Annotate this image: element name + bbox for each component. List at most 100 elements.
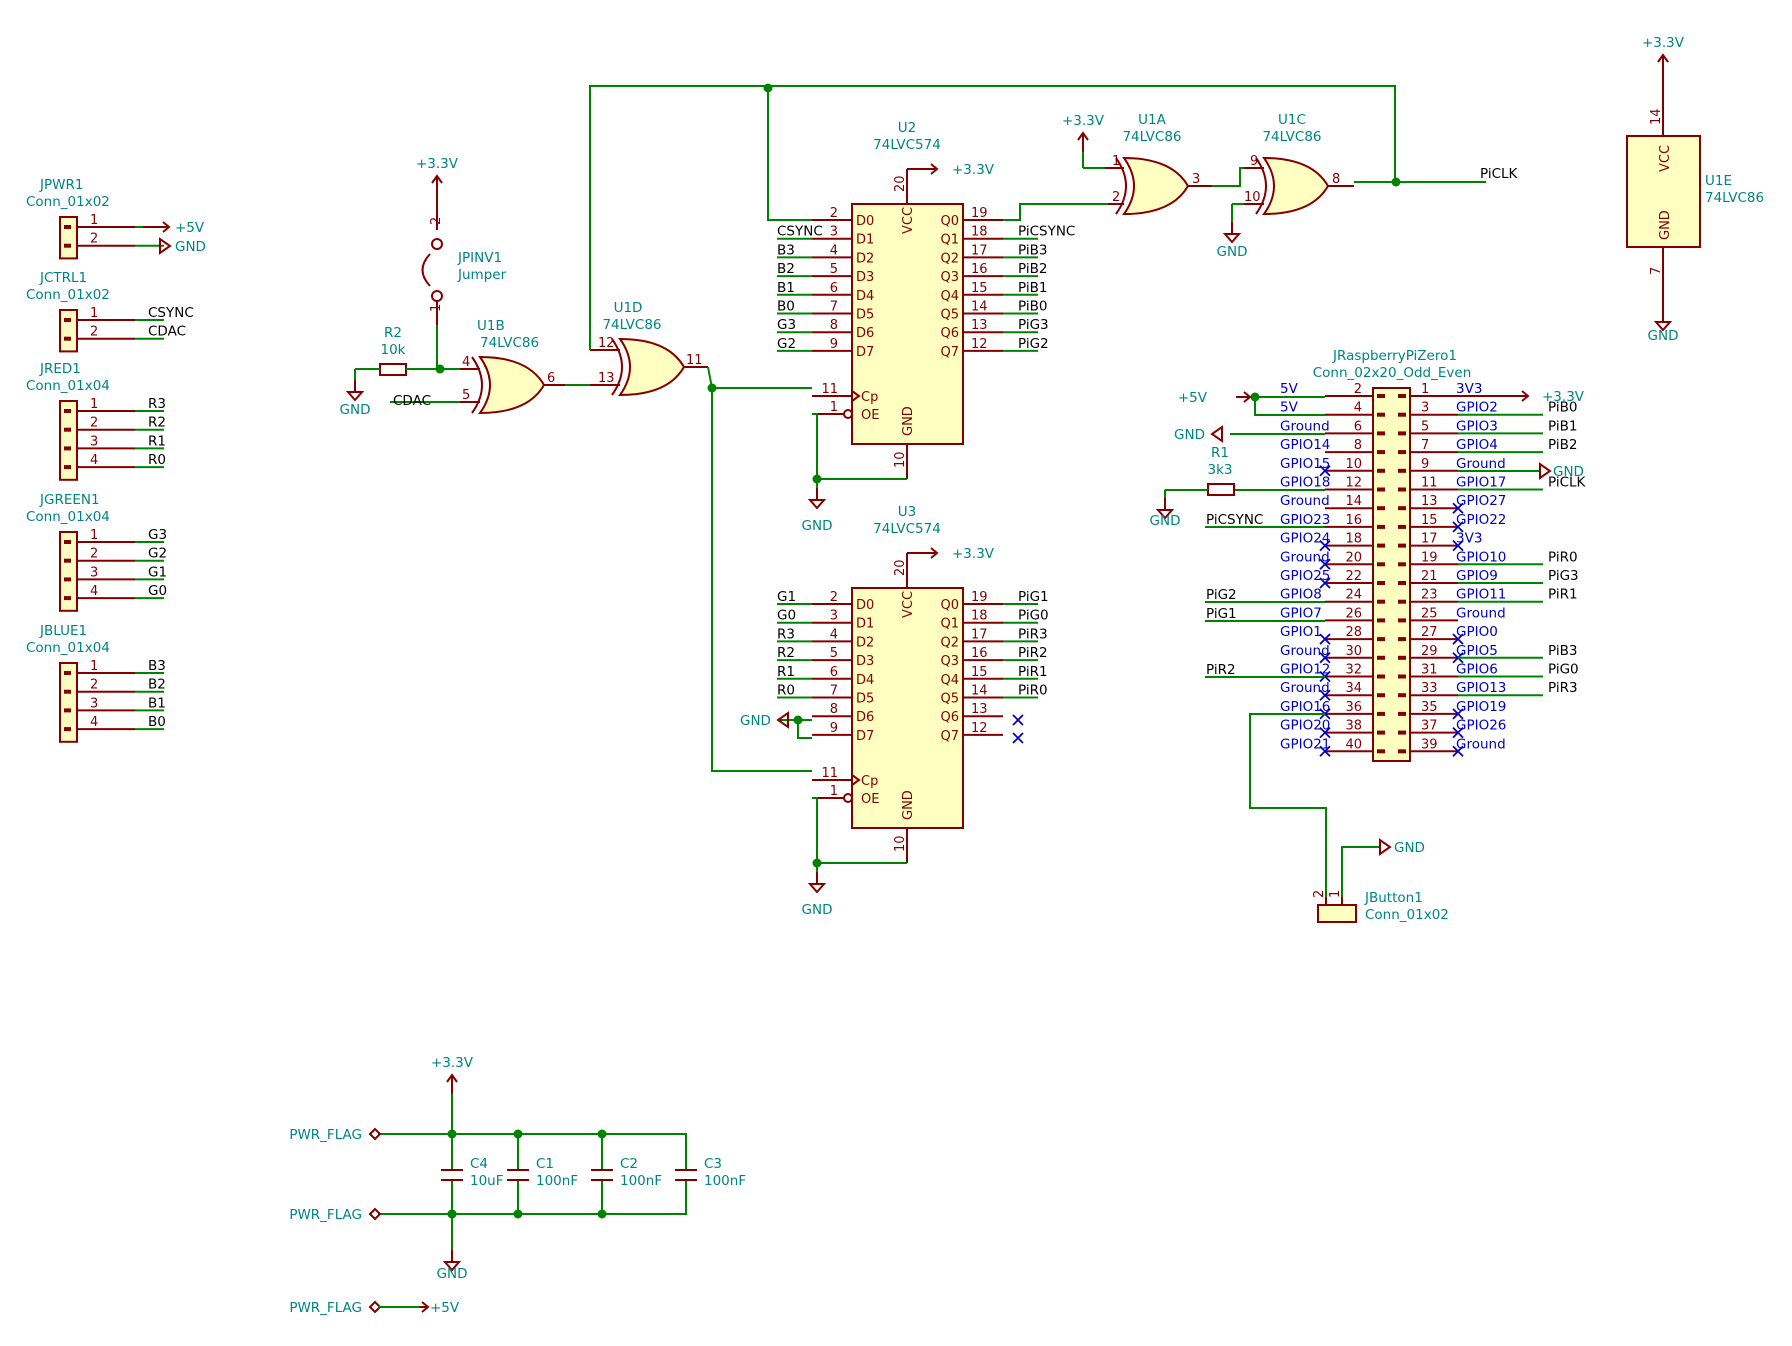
jred-body [59, 400, 78, 481]
u1d-value: 74LVC86 [602, 317, 661, 333]
pi-pin-name: GPIO24 [1280, 531, 1330, 547]
jblue-pin-stub [64, 727, 71, 732]
u3-pin-number: 11 [821, 766, 838, 781]
u3-pin-number: 18 [971, 609, 988, 624]
pi-pin-number: 34 [1345, 681, 1362, 696]
jumper-contact [431, 238, 443, 250]
power-arrow-icon [930, 163, 939, 175]
r2-ref: R2 [384, 325, 402, 341]
u2-pin-name: Cp [861, 390, 878, 405]
jred-net-label: R2 [148, 415, 166, 431]
u2-pin-number: 15 [971, 281, 988, 296]
u2-pin-name: Q0 [940, 214, 959, 229]
jctrl-pin-stub [64, 318, 71, 322]
pi-net-label: PiB3 [1548, 643, 1577, 659]
pi-pin-number: 28 [1345, 625, 1362, 640]
xor-gate-body [618, 337, 686, 397]
pi-pin-stub [1377, 693, 1385, 698]
pi-pin-stub [1377, 581, 1385, 585]
pi-pin-number: 5 [1421, 419, 1429, 434]
u3-pin-name: OE [861, 792, 879, 807]
pi-ref: JRaspberryPiZero1 [1332, 348, 1457, 364]
pi-pin-name: GPIO19 [1456, 699, 1506, 715]
jgreen-pin-stub [64, 596, 71, 601]
u3-pin-name: D1 [856, 617, 874, 632]
u3-pin-name: Q1 [940, 617, 959, 632]
u3-pin-name: D4 [856, 673, 874, 688]
u3-net-label: PiR0 [1018, 683, 1048, 699]
u2-pin-name: Q3 [940, 270, 959, 285]
jred-pin-number: 3 [90, 434, 98, 449]
u3-vcc-label: +3.3V [952, 546, 995, 562]
pi-pin-name: GPIO7 [1280, 605, 1322, 621]
pi-net-label: PiR3 [1548, 680, 1578, 696]
jctrl-value: Conn_01x02 [26, 287, 110, 303]
u2-clock-icon [851, 390, 861, 402]
u3-invert-bubble [843, 793, 853, 803]
jgreen-net-label: G3 [148, 527, 167, 543]
pi-pin-name: GPIO9 [1456, 568, 1498, 584]
wire [711, 388, 812, 772]
pi-pin-stub [1398, 693, 1406, 698]
u1b-value: 74LVC86 [480, 335, 539, 351]
u3-pin-number: 14 [971, 684, 988, 699]
pi-pin-name: GPIO23 [1280, 512, 1330, 528]
pi-pin-name: GPIO22 [1456, 512, 1506, 528]
pi-net-label: PiB0 [1548, 400, 1577, 416]
u2-net-label: B1 [777, 280, 795, 296]
pi-pin-name: GPIO20 [1280, 718, 1330, 734]
r2-value: 10k [381, 342, 406, 358]
pi-pin-number: 39 [1421, 737, 1438, 752]
ground-icon [345, 391, 365, 402]
jblue-net-label: B3 [148, 658, 166, 674]
u3-pin-name: D6 [856, 710, 874, 725]
no-connect-mark [1319, 689, 1331, 701]
jblue-net-label: B0 [148, 714, 166, 730]
pi-pin-name: 3V3 [1456, 381, 1482, 397]
pi-pin-stub [1398, 487, 1406, 492]
pi-pin-stub [1398, 506, 1406, 511]
xor-gate-body [1122, 156, 1190, 216]
jpwr-pin-number: 2 [90, 232, 98, 247]
jctrl-body [59, 309, 78, 353]
junction-dot [1391, 177, 1401, 187]
junction-dot [447, 1129, 457, 1139]
no-connect-mark [1452, 539, 1464, 552]
u3-pin-number: 9 [830, 721, 838, 736]
pi-pig2-label: PiG2 [1206, 587, 1237, 603]
wire [797, 720, 812, 739]
pi-pin-name: 3V3 [1456, 531, 1482, 547]
pi-pin-stub [1398, 637, 1406, 642]
r1-value: 3k3 [1208, 462, 1233, 478]
junction-dot [513, 1129, 523, 1139]
jblue-net-label: B2 [148, 677, 166, 693]
pi-pin-stub [1377, 394, 1385, 398]
pi-pin-number: 24 [1345, 588, 1362, 603]
ground-icon [807, 499, 827, 510]
u2-pin-number: 8 [830, 318, 838, 333]
pi-pin-stub [1398, 674, 1406, 679]
u3-pin-number: 19 [971, 590, 988, 605]
pi-pin-name: Ground [1456, 736, 1506, 752]
wire [1254, 397, 1325, 416]
jumper-pin-number: 2 [429, 217, 444, 225]
pi-pin-number: 16 [1345, 513, 1362, 528]
u2-net-label: PiB0 [1018, 299, 1047, 315]
u3-pin-name: Q3 [940, 654, 959, 669]
pi-pin-name: GPIO10 [1456, 549, 1506, 565]
ground-icon [1222, 233, 1242, 244]
pi-pin-number: 7 [1421, 438, 1429, 453]
pi-pin-name: GPIO26 [1456, 718, 1506, 734]
u2-pin-number: 3 [830, 225, 838, 240]
u1e-pin-name: GND [1658, 210, 1673, 240]
u2-pin-name: Q7 [940, 345, 959, 360]
wire [1003, 203, 1108, 221]
jgreen-net-label: G2 [148, 546, 167, 562]
u3-pin-number: 4 [830, 627, 838, 642]
pi-pin-number: 6 [1354, 419, 1362, 434]
ground-icon [1379, 838, 1392, 856]
u3-net-label: PiG0 [1018, 608, 1049, 624]
u3-pin-name: Q6 [940, 710, 959, 725]
pi-pin-number: 10 [1345, 457, 1362, 472]
pi-pin-stub [1377, 468, 1385, 473]
